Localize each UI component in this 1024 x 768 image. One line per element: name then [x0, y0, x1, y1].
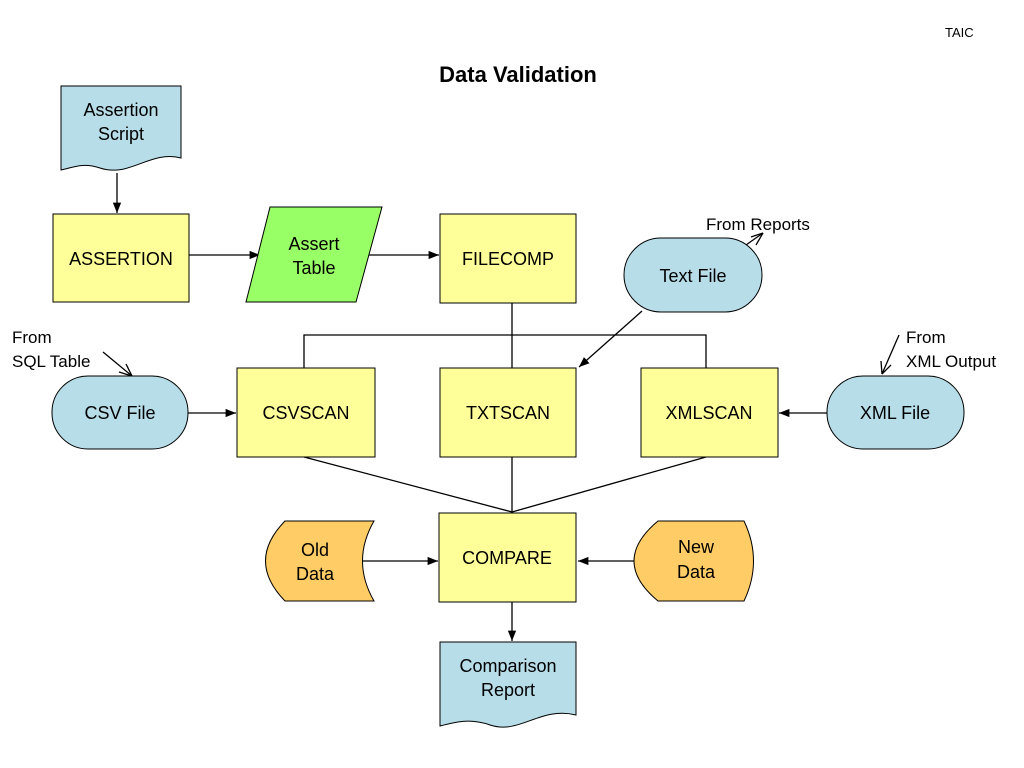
xml-file-node: XML File — [826, 375, 965, 450]
page-title: Data Validation — [439, 62, 597, 87]
txtscan-node: TXTSCAN — [439, 367, 577, 458]
assertion-script-label-2: Script — [98, 124, 144, 144]
assert-table-label-2: Table — [292, 258, 335, 278]
new-data-node: New Data — [633, 520, 754, 602]
assertion-script-node: Assertion Script — [60, 85, 182, 171]
new-data-label-1: New — [678, 537, 715, 557]
filecomp-node: FILECOMP — [439, 213, 577, 304]
assert-table-node: Assert Table — [245, 206, 383, 303]
assert-table-label-1: Assert — [288, 234, 339, 254]
edge-textfile-to-txtscan — [578, 310, 643, 368]
from-reports-pointer-tip — [750, 232, 764, 238]
csv-file-node: CSV File — [51, 375, 189, 450]
old-data-label-1: Old — [301, 540, 329, 560]
compare-node: COMPARE — [438, 512, 577, 603]
from-xml-pointer-tip — [880, 360, 883, 375]
compare-label: COMPARE — [462, 548, 552, 568]
comparison-report-node: Comparison Report — [439, 641, 577, 728]
from-sql-pointer-tip — [125, 363, 133, 377]
edge-filecomp-branch — [303, 334, 707, 368]
assertion-script-label-1: Assertion — [83, 100, 158, 120]
from-sql-pointer — [102, 351, 133, 377]
txtscan-label: TXTSCAN — [466, 403, 550, 423]
xmlscan-node: XMLSCAN — [640, 367, 779, 458]
from-xml-annotation-1: From — [906, 328, 946, 347]
filecomp-label: FILECOMP — [462, 249, 554, 269]
corner-tag: TAIC — [945, 25, 974, 40]
assertion-node: ASSERTION — [52, 213, 190, 303]
csvscan-label: CSVSCAN — [262, 403, 349, 423]
from-sql-annotation-1: From — [12, 328, 52, 347]
xmlscan-label: XMLSCAN — [665, 403, 752, 423]
text-file-node: Text File — [623, 237, 763, 313]
comparison-report-label-2: Report — [481, 680, 535, 700]
csvscan-node: CSVSCAN — [236, 367, 376, 458]
csv-file-label: CSV File — [84, 403, 155, 423]
connectors — [102, 173, 900, 641]
from-xml-annotation-2: XML Output — [906, 352, 996, 371]
text-file-label: Text File — [659, 266, 726, 286]
edge-xmlscan-to-compare — [511, 456, 707, 513]
new-data-label-2: Data — [677, 562, 716, 582]
from-sql-pointer-tip — [118, 371, 133, 377]
old-data-label-2: Data — [296, 564, 335, 584]
from-reports-pointer-tip — [755, 232, 764, 246]
assertion-label: ASSERTION — [69, 249, 173, 269]
comparison-report-label-1: Comparison — [459, 656, 556, 676]
xml-file-label: XML File — [860, 403, 930, 423]
from-sql-annotation-2: SQL Table — [12, 352, 90, 371]
from-xml-pointer — [881, 334, 900, 375]
from-reports-annotation: From Reports — [706, 215, 810, 234]
edge-csvscan-to-compare — [303, 456, 513, 513]
old-data-node: Old Data — [265, 520, 375, 602]
from-xml-pointer-tip — [881, 364, 892, 375]
